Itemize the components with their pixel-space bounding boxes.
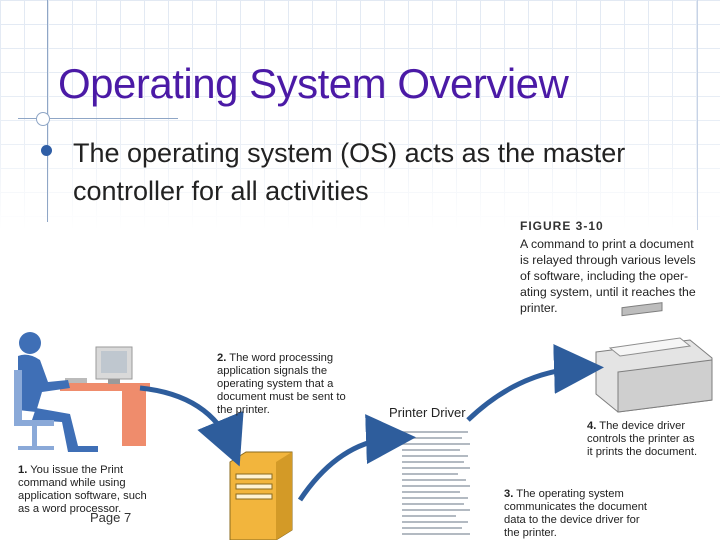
arrow-driver-to-printer: [466, 343, 604, 422]
step-3-description: 3. The operating system communicates the…: [504, 488, 684, 540]
step-number: 2.: [217, 352, 227, 364]
step-text: The word processing application signals …: [217, 352, 346, 416]
person-legs: [32, 408, 98, 452]
computer-tower-illustration: [229, 451, 293, 540]
printer-driver-label: Printer Driver: [389, 405, 466, 420]
step-number: 1.: [18, 464, 28, 476]
person-at-desk-illustration: [14, 332, 150, 452]
drive-bay: [235, 483, 273, 490]
step-number: 4.: [587, 420, 597, 432]
monitor-stand: [108, 379, 120, 384]
decorative-horizontal-line: [18, 118, 178, 119]
background-grid-fade: [0, 0, 720, 230]
desk-leg: [122, 391, 146, 446]
decorative-vertical-line-right: [697, 0, 698, 230]
figure-label: FIGURE 3-10: [520, 219, 604, 233]
decorative-circle: [36, 112, 50, 126]
drive-bay: [235, 473, 273, 480]
person-head: [19, 332, 41, 354]
step-text: The operating system communicates the do…: [504, 488, 648, 539]
arrow-os-to-driver: [297, 414, 416, 502]
chair-back: [14, 370, 22, 422]
step-2-description: 2. The word processing application signa…: [217, 352, 377, 417]
step-number: 3.: [504, 488, 514, 500]
arrow-user-to-os: [139, 385, 244, 467]
bullet-text: The operating system (OS) acts as the ma…: [73, 138, 626, 206]
person-torso: [18, 354, 70, 412]
decorative-vertical-line: [47, 0, 48, 222]
printer-illustration: [595, 302, 713, 413]
chair-seat: [14, 420, 54, 426]
page-number: Page 7: [90, 510, 132, 525]
figure-caption: A command to print a document is relayed…: [520, 237, 696, 315]
desk-top: [60, 383, 150, 391]
chair-post: [32, 426, 37, 448]
drive-bay: [235, 493, 273, 500]
step-text: The device driver controls the printer a…: [587, 420, 698, 458]
keyboard-icon: [65, 378, 87, 383]
step-1-description: 1. You issue the Print command while usi…: [18, 464, 178, 516]
slide-title: Operating System Overview: [58, 60, 569, 107]
chair-base: [18, 446, 54, 450]
step-4-description: 4. The device driver controls the printe…: [587, 420, 717, 459]
step-text: You issue the Print command while using …: [18, 464, 147, 515]
monitor-screen: [101, 351, 127, 373]
bullet-icon: [41, 145, 52, 156]
printer-driver-document-icon: [402, 431, 470, 535]
